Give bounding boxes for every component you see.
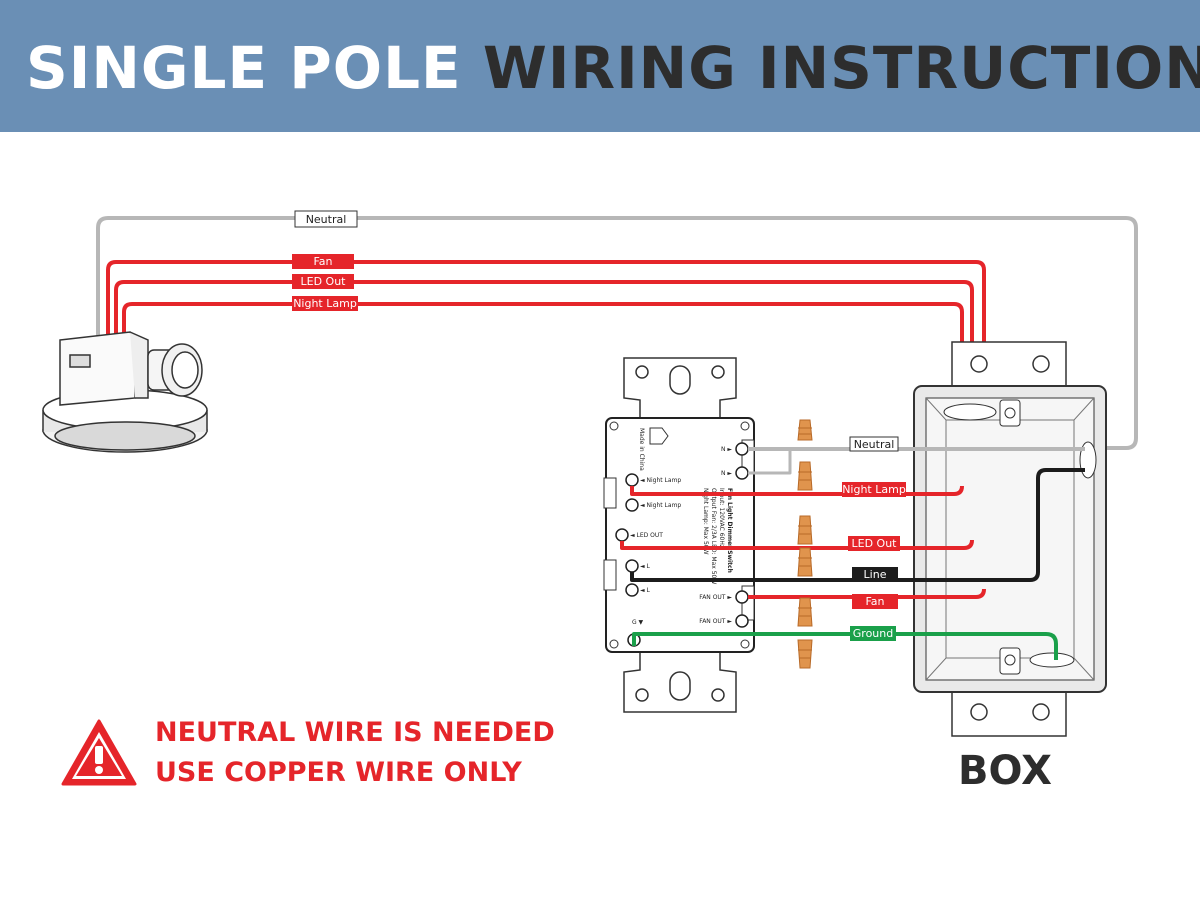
terminal-l1: ◄ L	[640, 563, 651, 570]
top-night-lamp-label: Night Lamp	[293, 297, 357, 310]
neutral-label: Neutral	[854, 438, 895, 451]
terminal-night-lamp-2: ◄ Night Lamp	[640, 502, 681, 509]
wire-nut-icon	[797, 597, 813, 627]
product-text-2: Input: 120VAC 60Hz	[718, 488, 725, 548]
neutral-tag: Neutral	[849, 436, 899, 452]
night-lamp-label: Night Lamp	[842, 483, 906, 496]
terminal-n2: N ►	[721, 470, 732, 477]
product-text-3: Output Fan: 2/3A LED: Max 50W	[710, 488, 717, 584]
wiring-diagram: Neutral Fan LED Out Night Lamp	[42, 210, 1138, 737]
warning-copper-only: USE COPPER WIRE ONLY	[155, 757, 522, 788]
night-lamp-top-wire	[122, 302, 964, 484]
led-out-tag: LED Out	[848, 536, 900, 551]
wire-nut-icon	[797, 547, 813, 577]
title-part-single-pole: SINGLE POLE	[26, 34, 462, 102]
warning-neutral-needed: NEUTRAL WIRE IS NEEDED	[155, 717, 555, 748]
ground-wire	[632, 632, 1058, 660]
ground-tag: Ground	[850, 626, 896, 641]
fan-tag: Fan	[852, 594, 898, 609]
terminal-fan-out-1: FAN OUT ►	[699, 594, 732, 601]
product-text-4: Night Lamp: Max 50W	[702, 488, 709, 555]
neutral-top-wire	[96, 216, 1138, 450]
box-wires	[620, 447, 1085, 660]
wire-nut-icon	[797, 419, 813, 441]
wire-nut-icon	[797, 639, 813, 669]
led-out-wire	[620, 539, 974, 550]
top-fan-label: Fan	[313, 255, 332, 268]
box-label: BOX	[958, 748, 1052, 794]
top-led-tag: LED Out	[292, 274, 354, 289]
top-neutral-label: Neutral	[306, 213, 347, 226]
terminal-fan-out-2: FAN OUT ►	[699, 618, 732, 625]
terminal-g: G ▼	[632, 619, 644, 626]
top-led-label: LED Out	[301, 275, 347, 288]
title-part-wiring-instruction: WIRING INSTRUCTION	[482, 34, 1200, 102]
top-fan-tag: Fan	[292, 254, 354, 269]
terminal-l2: ◄ L	[640, 587, 651, 594]
neutral-jumper	[748, 449, 792, 475]
made-in-china-text: Made in China	[638, 428, 645, 471]
top-night-lamp-tag: Night Lamp	[292, 296, 358, 311]
terminal-led-out: ◄ LED OUT	[630, 532, 663, 539]
dimmer-switch: Made in China Fan Light Dimmer Switch In…	[603, 357, 755, 713]
product-text-1: Fan Light Dimmer Switch	[726, 488, 733, 573]
ground-label: Ground	[853, 627, 893, 640]
fan-fixture-icon	[42, 331, 208, 453]
warning-text: NEUTRAL WIRE IS NEEDED USE COPPER WIRE O…	[155, 713, 555, 793]
line-label: Line	[864, 568, 887, 581]
top-neutral-tag: Neutral	[294, 210, 358, 228]
terminal-n1: N ►	[721, 446, 732, 453]
wire-nut-icon	[797, 461, 813, 491]
night-lamp-tag: Night Lamp	[842, 482, 906, 497]
led-top-wire	[114, 280, 974, 540]
line-wire	[630, 468, 1085, 582]
wire-nut-icon	[797, 515, 813, 545]
warning-icon	[61, 719, 137, 786]
top-wires	[96, 216, 1138, 595]
led-out-label: LED Out	[852, 537, 898, 550]
night-lamp-wire	[630, 485, 964, 496]
fan-label: Fan	[865, 595, 884, 608]
page-title: SINGLE POLE WIRING INSTRUCTION	[26, 30, 1200, 106]
fan-wire	[748, 588, 986, 599]
terminal-night-lamp-1: ◄ Night Lamp	[640, 477, 681, 484]
header-banner: SINGLE POLE WIRING INSTRUCTION	[0, 0, 1200, 132]
wire-nut-icons	[797, 419, 813, 669]
fan-top-wire	[106, 260, 986, 595]
electrical-box	[913, 341, 1107, 737]
line-tag: Line	[852, 567, 898, 582]
